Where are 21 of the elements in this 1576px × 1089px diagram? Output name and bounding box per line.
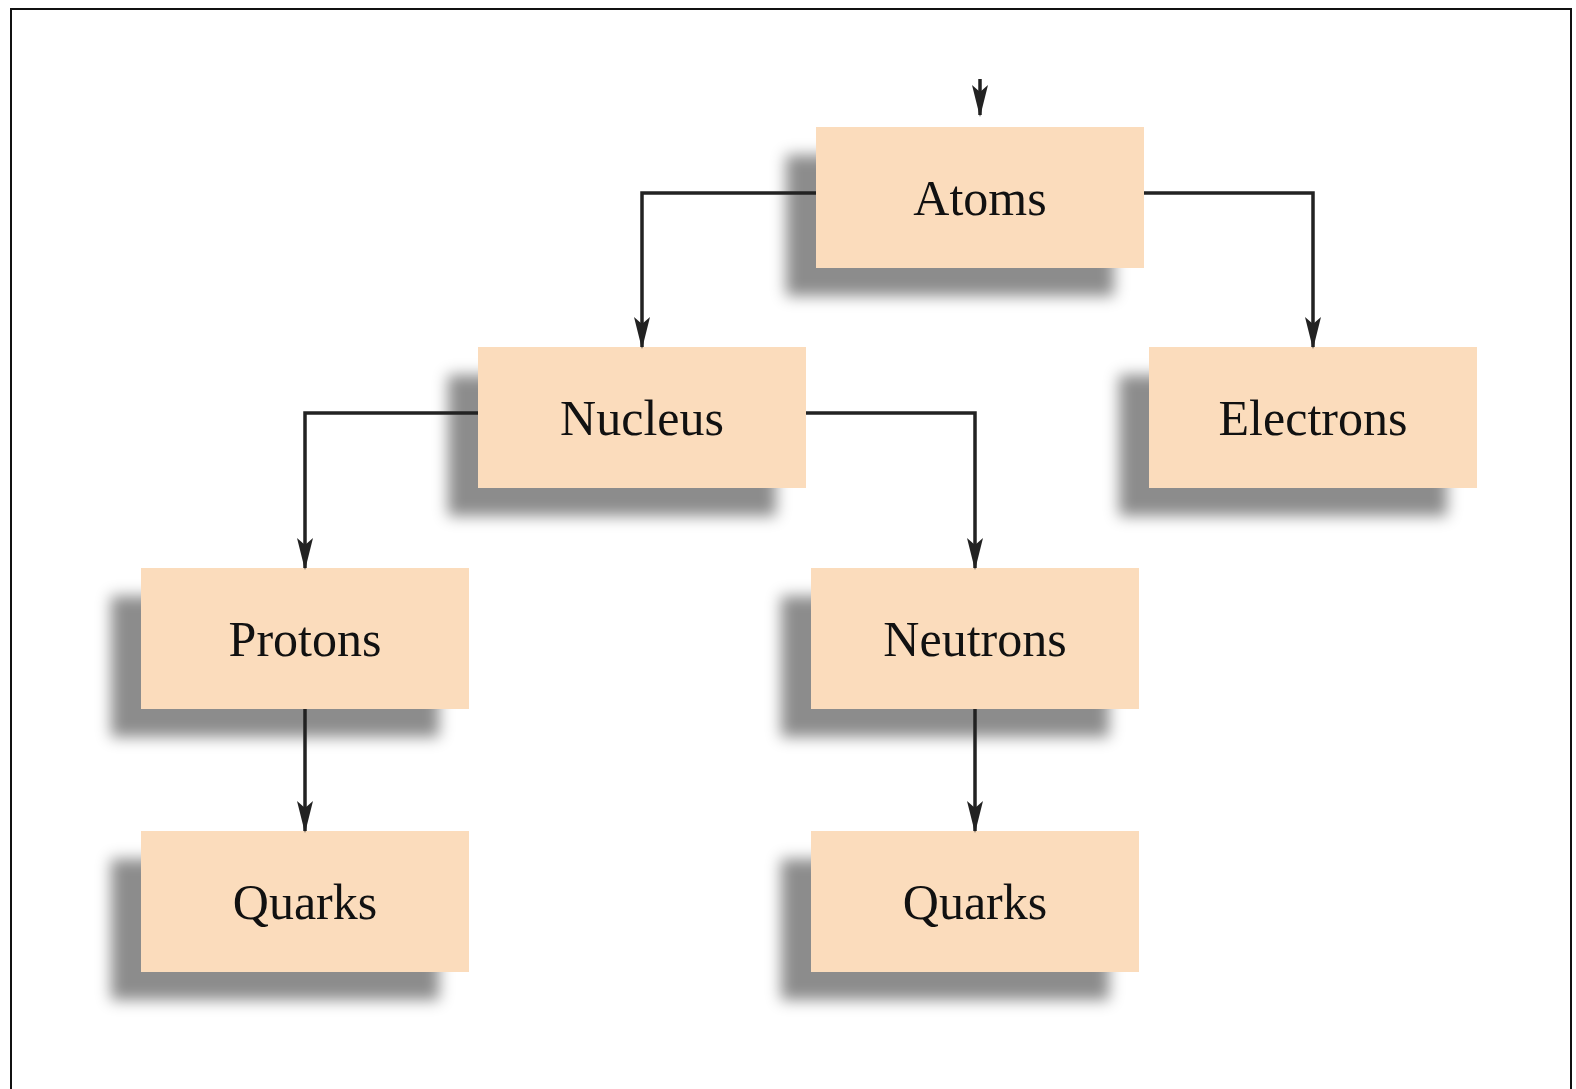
process-box — [141, 831, 469, 972]
node-label: Neutrons — [883, 609, 1067, 668]
arrow — [634, 191, 816, 349]
node-label: Electrons — [1218, 388, 1408, 447]
arrow — [297, 709, 313, 833]
process-box — [811, 568, 1139, 709]
process-box — [816, 127, 1144, 268]
process-box — [1149, 347, 1477, 488]
arrow — [297, 411, 478, 570]
node-label: Nucleus — [560, 388, 724, 447]
arrow — [972, 79, 988, 117]
node-label: Quarks — [232, 872, 378, 931]
node-label: Atoms — [913, 168, 1047, 227]
node-label: Protons — [228, 609, 382, 668]
node-label: Quarks — [902, 872, 1048, 931]
process-box — [811, 831, 1139, 972]
process-box — [478, 347, 806, 488]
process-box — [141, 568, 469, 709]
arrow — [1144, 191, 1321, 349]
arrow — [967, 709, 983, 833]
arrow — [806, 411, 983, 570]
